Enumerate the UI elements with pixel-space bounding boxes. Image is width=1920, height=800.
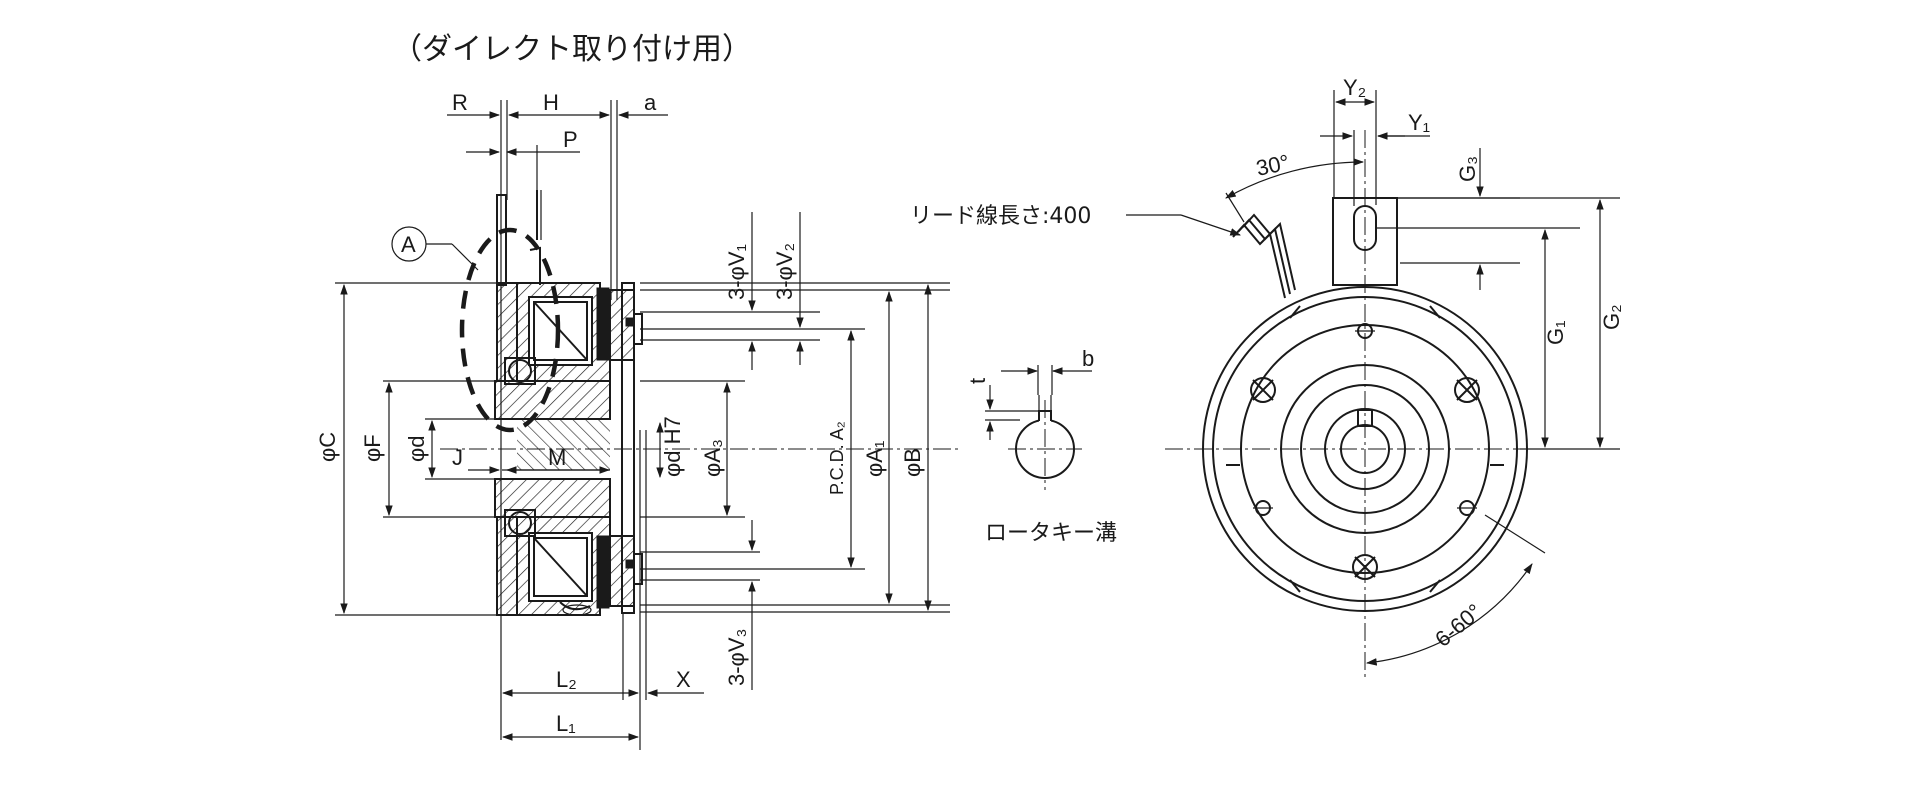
label-A3: φA₃ bbox=[700, 439, 725, 477]
side-view-labels: R H a P A φC φF φd J M φd H7 φA₃ P.C.D. … bbox=[315, 90, 925, 736]
label-L2: L₂ bbox=[556, 667, 577, 692]
label-R: R bbox=[452, 90, 468, 115]
label-Y1: Y₁ bbox=[1408, 110, 1430, 135]
label-V3: 3-φV₃ bbox=[724, 629, 749, 686]
label-angle-6-60: 6-60° bbox=[1430, 599, 1487, 652]
front-view bbox=[1165, 130, 1555, 680]
side-section-view bbox=[335, 100, 960, 750]
side-view-dimensions bbox=[340, 111, 932, 741]
label-b: b bbox=[1082, 346, 1094, 371]
label-M: M bbox=[548, 445, 566, 470]
label-Y2: Y₂ bbox=[1343, 75, 1366, 100]
label-V2: 3-φV₂ bbox=[772, 243, 797, 300]
label-a: a bbox=[644, 90, 657, 115]
label-A1: φA₁ bbox=[862, 441, 887, 477]
label-L1: L₁ bbox=[556, 711, 576, 736]
label-G1: G₁ bbox=[1543, 320, 1568, 345]
label-X: X bbox=[676, 667, 691, 692]
label-C: φC bbox=[315, 432, 340, 462]
label-F: φF bbox=[360, 434, 385, 462]
label-angle-30: 30° bbox=[1254, 150, 1292, 181]
label-V1: 3-φV₁ bbox=[724, 244, 749, 300]
label-J: J bbox=[452, 445, 463, 470]
lead-wire-label: リード線長さ:400 bbox=[910, 204, 1091, 229]
label-B: φB bbox=[900, 448, 925, 477]
label-G3: G₃ bbox=[1455, 156, 1480, 182]
rotor-keyway-detail: t b ロータキー溝 bbox=[965, 346, 1117, 546]
label-PCD: P.C.D. A₂ bbox=[827, 421, 847, 495]
label-t: t bbox=[965, 378, 990, 384]
front-view-dimensions bbox=[1126, 90, 1620, 666]
label-dH7: φd H7 bbox=[660, 416, 685, 477]
label-H: H bbox=[543, 90, 559, 115]
page-title: （ダイレクト取り付け用） bbox=[392, 32, 752, 67]
label-P: P bbox=[563, 127, 578, 152]
label-G2: G₂ bbox=[1599, 304, 1624, 330]
label-d: φd bbox=[404, 435, 429, 462]
rotor-keyway-caption: ロータキー溝 bbox=[985, 521, 1117, 546]
label-detail-a: A bbox=[401, 232, 416, 257]
